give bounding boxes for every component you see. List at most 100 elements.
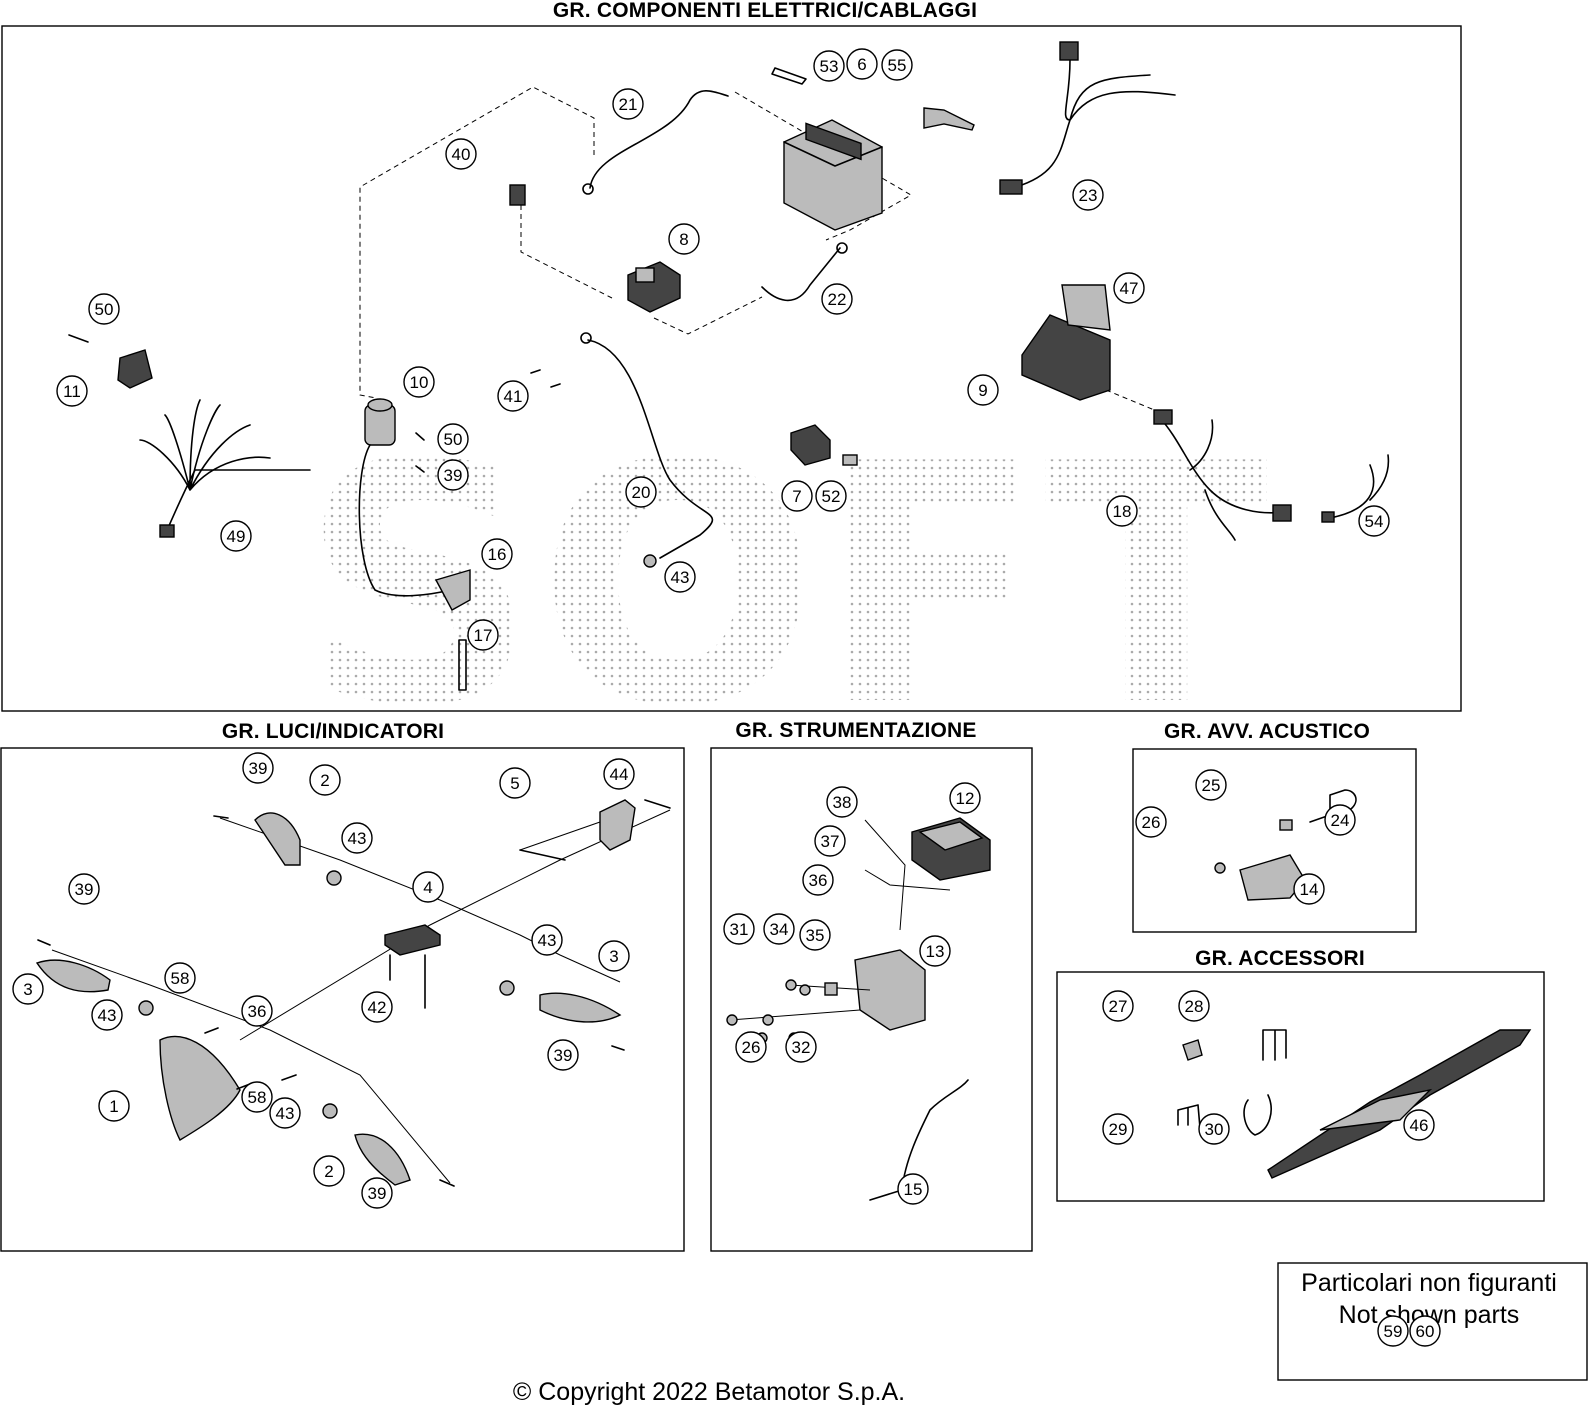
callout-circle: [1198, 1113, 1230, 1145]
callout-number: 25: [1202, 776, 1221, 795]
callout-electrical-12: 10: [403, 366, 435, 398]
callout-circle: [361, 991, 393, 1023]
callout-number: 39: [249, 759, 268, 778]
callout-circle: [437, 423, 469, 455]
callout-electrical-9: 50: [88, 293, 120, 325]
callout-accessories-3: 30: [1198, 1113, 1230, 1145]
callout-lights-1: 2: [309, 764, 341, 796]
callout-circle: [164, 962, 196, 994]
not-shown-parts-label-it: Particolari non figuranti: [1301, 1269, 1557, 1297]
callout-instruments-7: 13: [919, 935, 951, 967]
callout-number: 43: [671, 568, 690, 587]
callout-circle: [1135, 806, 1167, 838]
callout-number: 54: [1365, 512, 1384, 531]
callout-lights-9: 3: [598, 940, 630, 972]
callout-instruments-10: 15: [897, 1173, 929, 1205]
callout-circle: [531, 924, 563, 956]
callout-number: 49: [227, 527, 246, 546]
callout-electrical-21: 54: [1358, 505, 1390, 537]
callout-circle: [269, 1097, 301, 1129]
callout-circle: [341, 822, 373, 854]
callout-lights-15: 1: [98, 1090, 130, 1122]
callout-circle: [815, 480, 847, 512]
callout-circle: [88, 293, 120, 325]
callout-circle: [785, 1031, 817, 1063]
callout-instruments-0: 38: [826, 786, 858, 818]
callout-circle: [1106, 495, 1138, 527]
callout-electrical-22: 16: [481, 538, 513, 570]
callout-circle: [723, 913, 755, 945]
callout-electrical-11: 41: [497, 380, 529, 412]
callout-number: 46: [1410, 1116, 1429, 1135]
callout-circle: [437, 459, 469, 491]
instruments-group-frame: [710, 747, 1033, 1252]
callout-circle: [846, 48, 878, 80]
callout-number: 58: [248, 1088, 267, 1107]
callout-number: 58: [171, 969, 190, 988]
callout-circle: [1195, 769, 1227, 801]
callout-horn-3: 14: [1293, 873, 1325, 905]
callout-number: 40: [452, 145, 471, 164]
callout-number: 21: [619, 95, 638, 114]
callout-number: 2: [324, 1162, 333, 1181]
callout-number: 41: [504, 387, 523, 406]
callout-number: 44: [610, 765, 629, 784]
callout-electrical-0: 53: [813, 50, 845, 82]
callout-electrical-17: 20: [625, 476, 657, 508]
callout-electrical-5: 23: [1072, 179, 1104, 211]
callout-circle: [1102, 990, 1134, 1022]
callout-not-shown-1: 60: [1409, 1315, 1441, 1347]
callout-number: 28: [1185, 997, 1204, 1016]
callout-electrical-2: 55: [881, 49, 913, 81]
callout-number: 1: [109, 1097, 118, 1116]
callout-number: 26: [1142, 813, 1161, 832]
callout-accessories-0: 27: [1102, 990, 1134, 1022]
callout-electrical-19: 52: [815, 480, 847, 512]
callout-horn-1: 24: [1324, 804, 1356, 836]
callout-circle: [91, 999, 123, 1031]
callout-number: 15: [904, 1180, 923, 1199]
electrical-group-frame: [1, 25, 1462, 712]
callout-circle: [668, 223, 700, 255]
main-harness-part: [139, 399, 311, 538]
callout-circle: [467, 619, 499, 651]
callout-electrical-18: 7: [781, 480, 813, 512]
callout-horn-2: 26: [1135, 806, 1167, 838]
callout-number: 18: [1113, 502, 1132, 521]
callout-number: 13: [926, 942, 945, 961]
callout-number: 50: [444, 430, 463, 449]
callout-lights-11: 58: [164, 962, 196, 994]
callout-electrical-4: 40: [445, 138, 477, 170]
relay-part: [627, 261, 681, 313]
callout-horn-0: 25: [1195, 769, 1227, 801]
callout-number: 3: [609, 947, 618, 966]
ecu-part: [1021, 284, 1111, 401]
callout-number: 39: [444, 466, 463, 485]
callout-number: 14: [1300, 880, 1319, 899]
callout-number: 53: [820, 57, 839, 76]
callout-circle: [241, 995, 273, 1027]
callout-number: 42: [368, 998, 387, 1017]
callout-number: 38: [833, 793, 852, 812]
callout-lights-10: 43: [91, 999, 123, 1031]
callout-electrical-23: 43: [664, 561, 696, 593]
electrical-parts-drawings: [68, 41, 1390, 691]
callout-number: 3: [23, 980, 32, 999]
callout-instruments-9: 32: [785, 1031, 817, 1063]
callout-circle: [220, 520, 252, 552]
callout-circle: [98, 1090, 130, 1122]
instruments-parts-drawings: [726, 817, 991, 1201]
instruments-group-title: GR. STRUMENTAZIONE: [735, 719, 976, 742]
callout-electrical-24: 17: [467, 619, 499, 651]
callout-number: 27: [1109, 997, 1128, 1016]
callout-lights-7: 3: [12, 973, 44, 1005]
callout-circle: [499, 767, 531, 799]
accessories-parts-drawings: [1177, 1029, 1532, 1179]
callout-circle: [445, 138, 477, 170]
callout-number: 39: [554, 1046, 573, 1065]
lights-group-frame: [0, 747, 685, 1252]
callout-instruments-6: 35: [799, 919, 831, 951]
accessories-group-frame: [1056, 971, 1545, 1202]
callout-number: 59: [1384, 1322, 1403, 1341]
